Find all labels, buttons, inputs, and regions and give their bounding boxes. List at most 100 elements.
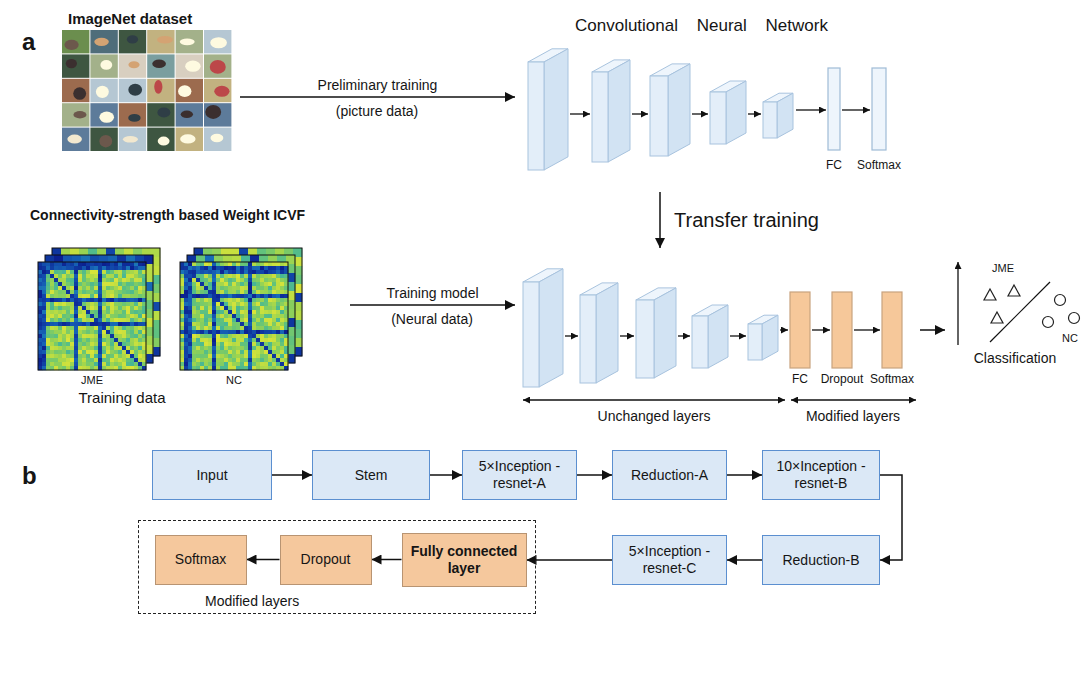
matrix-cell — [66, 354, 70, 358]
matrix-cell — [117, 273, 126, 282]
matrix-cell — [138, 302, 142, 306]
matrix-cell — [54, 310, 58, 314]
matrix-cell — [196, 282, 205, 291]
matrix-cell — [228, 286, 232, 290]
matrix-cell — [248, 286, 252, 290]
matrix-cell — [94, 278, 98, 282]
matrix-cell — [54, 350, 58, 354]
matrix-cell — [42, 314, 46, 318]
matrix-cell — [224, 294, 228, 298]
matrix-cell — [58, 334, 62, 338]
matrix-cell — [42, 338, 46, 342]
matrix-cell — [74, 286, 78, 290]
matrix-cell — [46, 306, 50, 310]
matrix-cell — [98, 330, 102, 334]
matrix-cell — [184, 274, 188, 278]
photo-tile — [204, 128, 231, 151]
matrix-cell — [81, 318, 90, 327]
matrix-cell — [188, 262, 192, 266]
matrix-cell — [94, 322, 98, 326]
matrix-cell — [224, 298, 228, 302]
matrix-cell — [232, 266, 236, 270]
matrix-cell — [264, 298, 268, 302]
matrix-cell — [220, 274, 224, 278]
matrix-cell — [256, 322, 260, 326]
matrix-cell — [45, 354, 54, 363]
matrix-cell — [236, 306, 240, 310]
matrix-cell — [82, 310, 86, 314]
matrix-cell — [61, 266, 70, 275]
matrix-cell — [232, 270, 236, 274]
matrix-cell — [46, 326, 50, 330]
matrix-cell — [42, 354, 46, 358]
matrix-cell — [212, 278, 216, 282]
matrix-cell — [244, 338, 248, 342]
matrix-cell — [256, 346, 260, 350]
matrix-cell — [216, 342, 220, 346]
matrix-cell — [188, 282, 192, 286]
matrix-cell — [138, 262, 142, 266]
matrix-cell — [196, 298, 200, 302]
matrix-cell — [130, 354, 134, 358]
matrix-cell — [86, 302, 90, 306]
photo-tile — [204, 54, 231, 77]
matrix-cell — [188, 342, 192, 346]
matrix-cell — [268, 322, 272, 326]
matrix-cell — [232, 306, 236, 310]
matrix-cell — [188, 306, 192, 310]
matrix-cell — [90, 286, 94, 290]
matrix-cell — [98, 274, 102, 278]
matrix-cell — [86, 294, 90, 298]
matrix-cell — [50, 266, 54, 270]
matrix-cell — [188, 326, 192, 330]
photo-tile — [204, 30, 231, 53]
matrix-cell — [126, 330, 130, 334]
matrix-cell — [228, 274, 232, 278]
matrix-cell — [188, 318, 192, 322]
matrix-cell — [138, 346, 142, 350]
matrix-cell — [252, 266, 256, 270]
photo-object — [64, 40, 78, 50]
matrix-cell — [54, 282, 58, 286]
matrix-cell — [70, 293, 79, 302]
matrix-cell — [126, 294, 130, 298]
matrix-cell — [86, 354, 90, 358]
matrix-cell — [260, 330, 264, 334]
connectivity-matrix — [45, 255, 153, 363]
matrix-cell — [180, 346, 184, 350]
matrix-cell — [90, 310, 94, 314]
photo-object — [157, 36, 173, 44]
matrix-cell — [220, 346, 224, 350]
matrix-cell — [208, 326, 212, 330]
matrix-cell — [62, 362, 66, 366]
matrix-cell — [133, 266, 142, 275]
matrix-cell — [94, 266, 98, 270]
matrix-cell — [90, 290, 94, 294]
matrix-cell — [42, 346, 46, 350]
matrix-cell — [66, 270, 70, 274]
matrix-cell — [216, 282, 220, 286]
matrix-cell — [82, 302, 86, 306]
matrix-cell — [42, 278, 46, 282]
matrix-cell — [118, 290, 122, 294]
matrix-cell — [220, 298, 224, 302]
matrix-cell — [98, 338, 102, 342]
matrix-cell — [264, 342, 268, 346]
matrix-cell — [118, 310, 122, 314]
matrix-cell — [216, 326, 220, 330]
matrix-cell — [102, 290, 106, 294]
matrix-cell — [232, 350, 236, 354]
matrix-cell — [54, 330, 58, 334]
matrix-cell — [82, 286, 86, 290]
matrix-cell — [98, 306, 102, 310]
matrix-cell — [90, 262, 94, 266]
matrix-cell — [187, 345, 196, 354]
matrix-cell — [256, 290, 260, 294]
matrix-cell — [192, 286, 196, 290]
photo-object — [181, 111, 193, 118]
matrix-cell — [86, 326, 90, 330]
matrix-cell — [98, 294, 102, 298]
matrix-cell — [196, 314, 200, 318]
matrix-cell — [248, 302, 257, 311]
matrix-cell — [275, 293, 284, 302]
